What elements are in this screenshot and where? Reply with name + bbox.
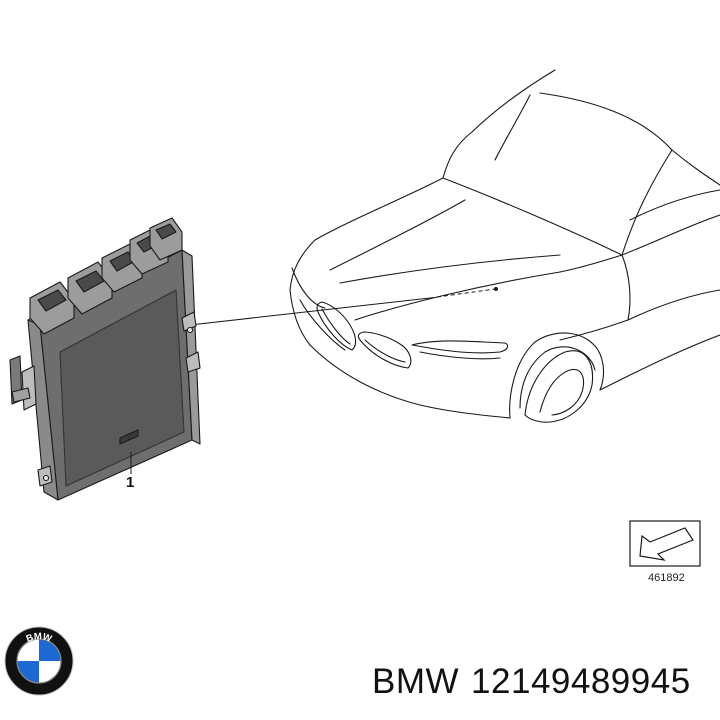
leader-line — [189, 287, 498, 326]
diagram-reference-number: 461892 — [648, 572, 685, 584]
arrow-box-icon — [629, 520, 701, 567]
car-front-outline — [289, 69, 720, 423]
part-callout-number: 1 — [126, 474, 135, 491]
brand-name: BMW — [372, 662, 460, 701]
bmw-logo-icon: BMW — [4, 626, 74, 696]
ecu-module-illustration — [9, 217, 201, 501]
part-caption: BMW 12149489945 — [372, 662, 691, 702]
logo-letters: BMW — [25, 631, 53, 645]
part-number: 12149489945 — [471, 662, 691, 701]
